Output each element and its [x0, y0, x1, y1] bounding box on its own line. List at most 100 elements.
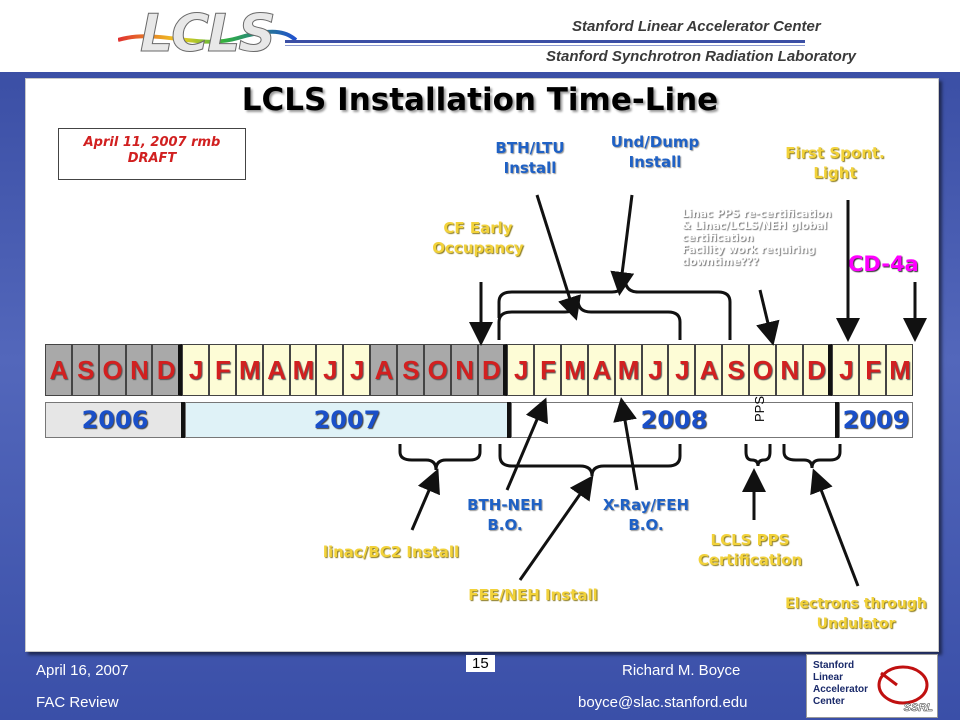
org-name-slac: Stanford Linear Accelerator Center [572, 18, 821, 35]
month-cell: S [722, 344, 749, 396]
year-2009: 2009 [839, 402, 913, 438]
month-cell: M [886, 344, 913, 396]
year-2008: 2008 [511, 402, 837, 438]
month-cell: N [450, 344, 478, 396]
month-cell: J [641, 344, 669, 396]
label-bth-neh-line1: BTH-NEH [467, 496, 543, 514]
label-bth-ltu: BTH/LTU Install [470, 138, 590, 178]
month-cell: D [477, 344, 508, 396]
footer-date: April 16, 2007 [36, 662, 129, 679]
label-cf-early-line2: Occupancy [432, 239, 524, 257]
year-2006: 2006 [45, 402, 185, 438]
label-lcls-pps-line1: LCLS PPS [710, 531, 790, 549]
year-separator [181, 402, 185, 438]
brace-linac-bc2 [398, 444, 482, 471]
arrow-fee-neh [518, 475, 594, 581]
month-cell: A [587, 344, 615, 396]
brace-bth-ltu [497, 299, 682, 340]
month-cell: J [343, 344, 371, 396]
month-cell: M [614, 344, 642, 396]
label-cf-early: CF Early Occupancy [418, 218, 538, 258]
year-2007: 2007 [185, 402, 509, 438]
label-bth-ltu-line2: Install [503, 159, 557, 177]
header-rule-thin [285, 45, 805, 46]
year-separator [507, 402, 511, 438]
year-separator [835, 402, 839, 438]
label-lcls-pps: LCLS PPS Certification [680, 530, 820, 570]
linac-note-line2: & Linac/LCLS/NEH global [682, 220, 828, 232]
linac-note-line5: downtime??? [682, 256, 759, 268]
month-cell: N [775, 344, 803, 396]
month-cell: M [289, 344, 317, 396]
brace-fee-neh [498, 444, 682, 477]
slide-title: LCLS Installation Time-Line [241, 82, 719, 118]
lcls-swoosh-graphic [118, 29, 298, 44]
month-cell: A [370, 344, 397, 396]
slac-logo-text: Stanford Linear Accelerator Center [813, 660, 868, 708]
month-cell: O [423, 344, 451, 396]
footer-meeting: FAC Review [36, 694, 119, 711]
month-cell: A [695, 344, 723, 396]
label-fee-neh: FEE/NEH Install [468, 586, 598, 604]
brace-electrons [782, 444, 842, 469]
month-cell: F [209, 344, 236, 396]
label-lcls-pps-line2: Certification [697, 551, 803, 569]
arrow-electrons [810, 468, 860, 587]
label-bth-ltu-line1: BTH/LTU [495, 139, 565, 157]
month-cell: J [182, 344, 210, 396]
month-cell: M [561, 344, 588, 396]
label-electrons-line1: Electrons through [785, 596, 927, 612]
label-und-dump-line2: Install [628, 153, 682, 171]
label-first-light: First Spont. Light [770, 143, 900, 183]
lcls-logo: LCLS [140, 4, 277, 65]
month-cell: S [396, 344, 424, 396]
brace-lcls-pps [744, 444, 772, 467]
label-cf-early-line1: CF Early [443, 219, 513, 237]
draft-note: April 11, 2007 rmb DRAFT [58, 128, 246, 180]
ssrl-ring-icon [877, 665, 929, 705]
arrow-linac-bc2 [410, 468, 440, 531]
arrow-bth-neh [505, 397, 548, 491]
slac-logo-line2: Linear [813, 672, 844, 683]
years-row: 2006 2007 2008 2009 [45, 402, 913, 438]
linac-note-line1: Linac PPS re-certification [682, 208, 832, 220]
month-cell: J [668, 344, 696, 396]
month-cell: J [507, 344, 535, 396]
label-linac-bc2: linac/BC2 Install [322, 543, 460, 561]
month-cell: D [802, 344, 833, 396]
label-linac-note: Linac PPS re-certification & Linac/LCLS/… [682, 208, 832, 268]
ssrl-tag: SSRL [903, 702, 933, 715]
month-cell: J [316, 344, 344, 396]
slac-logo-line3: Accelerator [813, 684, 869, 695]
month-cell: O [748, 344, 776, 396]
month-cell: A [45, 344, 72, 396]
month-cell: O [98, 344, 126, 396]
draft-date: April 11, 2007 rmb [83, 135, 221, 150]
draft-label: DRAFT [127, 151, 177, 166]
month-cell: M [235, 344, 263, 396]
label-bth-neh-line2: B.O. [487, 516, 523, 534]
month-cell: N [125, 344, 153, 396]
label-electrons-line2: Undulator [816, 616, 896, 632]
org-name-ssrl: Stanford Synchrotron Radiation Laborator… [546, 48, 857, 65]
footer-email[interactable]: boyce@slac.stanford.edu [578, 694, 748, 711]
month-cell: F [534, 344, 562, 396]
arrow-linac-note [756, 289, 780, 346]
footer-author: Richard M. Boyce [622, 662, 741, 679]
label-und-dump: Und/Dump Install [600, 132, 710, 172]
label-xray-feh-line1: X-Ray/FEH [602, 496, 690, 514]
month-cell: D [152, 344, 183, 396]
page-number: 15 [466, 655, 495, 672]
brace-und-dump [497, 277, 732, 340]
label-first-light-line2: Light [813, 164, 857, 182]
label-first-light-line1: First Spont. [785, 144, 885, 162]
label-electrons: Electrons through Undulator [768, 594, 944, 634]
arrow-bth-ltu [535, 194, 582, 321]
arrow-xray-feh [613, 397, 639, 491]
linac-note-line3: certification [682, 232, 754, 244]
month-cell: F [859, 344, 887, 396]
slac-logo-line1: Stanford [813, 660, 855, 671]
label-und-dump-line1: Und/Dump [610, 133, 700, 151]
